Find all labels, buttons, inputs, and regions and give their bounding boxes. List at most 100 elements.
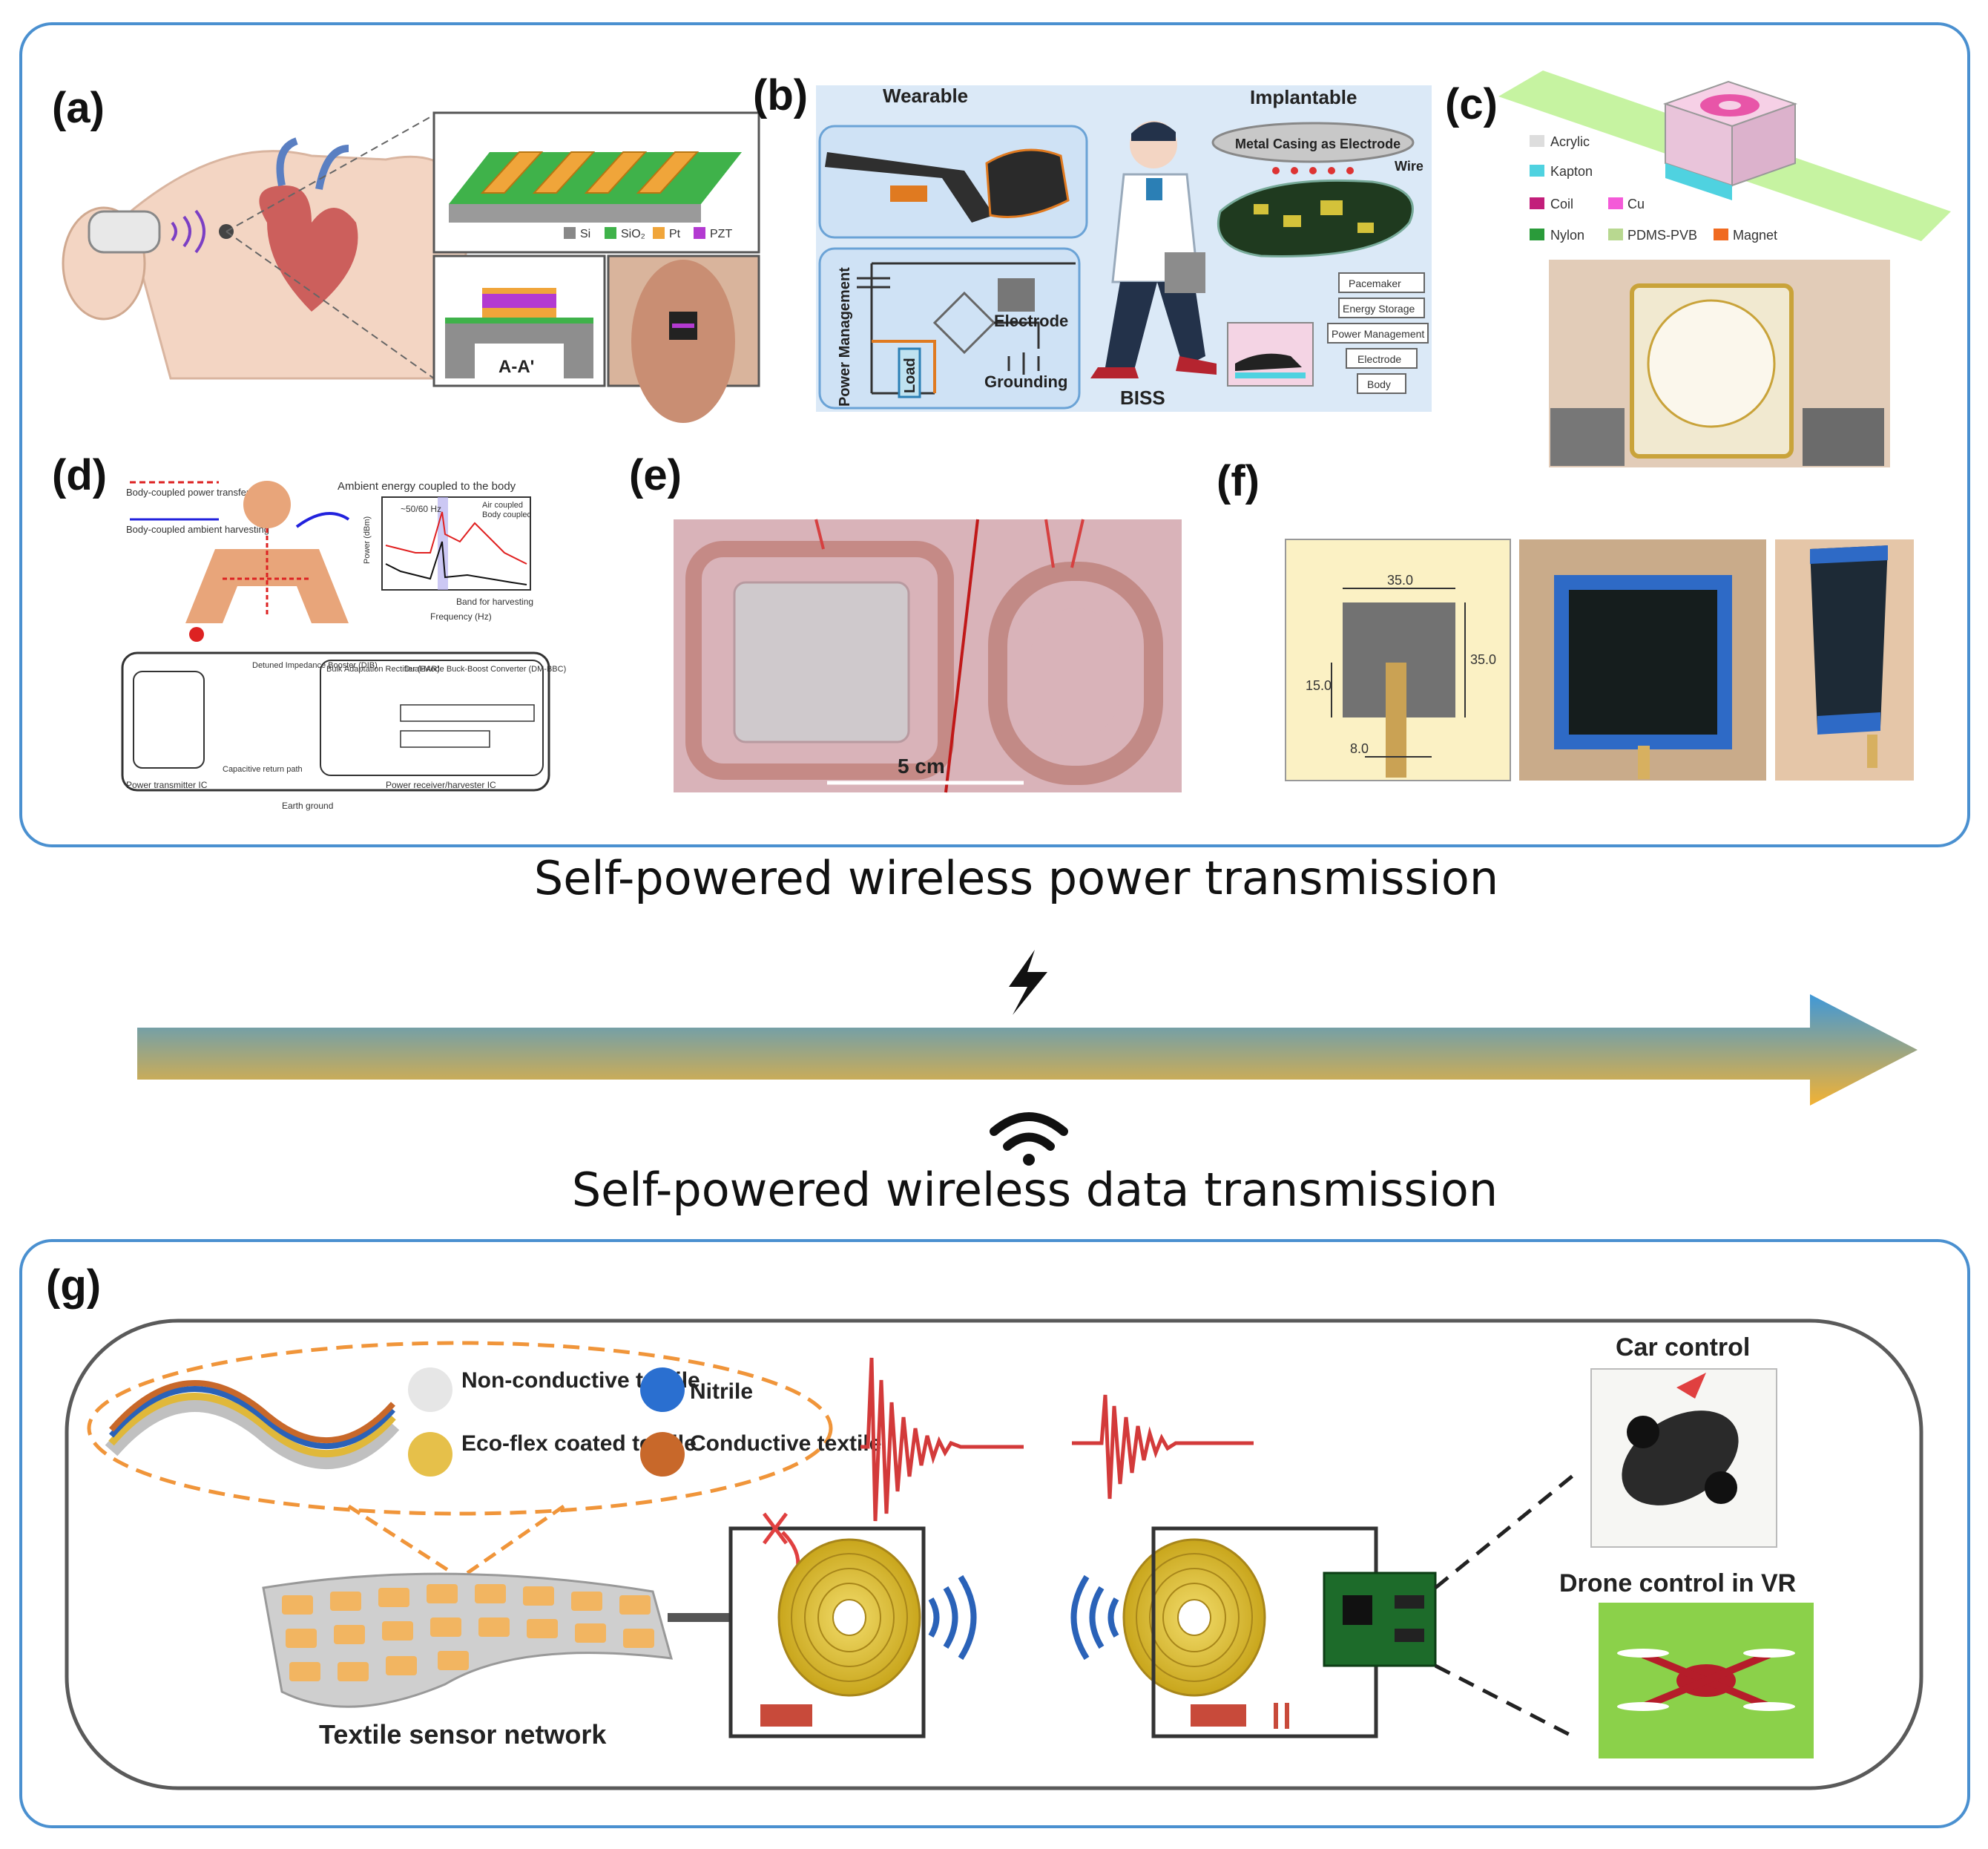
svg-text:SiO₂: SiO₂ — [621, 228, 645, 240]
textile-layers — [105, 1380, 400, 1470]
tx-coil — [777, 1538, 921, 1697]
svg-text:Energy Storage: Energy Storage — [1343, 303, 1415, 315]
rx-capacitor — [1274, 1703, 1289, 1729]
lightning-icon — [1009, 950, 1047, 1015]
rx-coil — [1122, 1538, 1266, 1697]
svg-text:Capacitive return path: Capacitive return path — [223, 765, 303, 774]
svg-text:Coil: Coil — [1550, 197, 1573, 211]
tx-circuit — [728, 1526, 926, 1738]
system-frame — [65, 1318, 1923, 1790]
panel-c: (c) Acrylic Kapton Coil Cu Nylon PDMS-PV… — [1445, 70, 1951, 467]
svg-text:~50/60 Hz: ~50/60 Hz — [401, 504, 441, 514]
panel-b: (b) Wearable Implantable Load Power Mana… — [753, 71, 1432, 412]
sem-inset-left — [1550, 408, 1625, 466]
svg-text:35.0: 35.0 — [1387, 573, 1413, 588]
svg-text:Wearable: Wearable — [883, 85, 968, 107]
svg-text:Magnet: Magnet — [1733, 228, 1777, 243]
svg-text:Nylon: Nylon — [1550, 228, 1584, 243]
drone-control-label: Drone control in VR — [1559, 1569, 1796, 1597]
svg-text:Body-coupled ambient harvestin: Body-coupled ambient harvesting — [126, 524, 269, 535]
svg-text:Body coupled: Body coupled — [482, 510, 532, 519]
textile-layer-callout — [87, 1341, 833, 1516]
caption-data: Self-powered wireless data transmission — [572, 1163, 1498, 1217]
panel-a-legend: Si SiO₂ Pt PZT — [564, 227, 732, 240]
svg-text:PZT: PZT — [710, 228, 732, 240]
panel-a-label: (a) — [52, 84, 105, 132]
rx-pcb — [1323, 1572, 1437, 1667]
coil-device-3d — [1662, 80, 1798, 200]
panel-f-label: (f) — [1217, 457, 1260, 505]
panel-b-label: (b) — [753, 71, 808, 119]
svg-text:Band for harvesting: Band for harvesting — [456, 597, 533, 607]
svg-text:Implantable: Implantable — [1250, 86, 1357, 108]
pacemaker-board — [1217, 179, 1414, 257]
svg-text:Air coupled: Air coupled — [482, 501, 523, 510]
svg-text:Power (dBm): Power (dBm) — [363, 516, 372, 564]
svg-text:Power Management: Power Management — [1332, 328, 1424, 340]
panel-g-label: (g) — [46, 1261, 101, 1310]
svg-text:Bulk Adaptation Rectifier (BAR: Bulk Adaptation Rectifier (BAR) — [326, 665, 440, 674]
svg-text:Earth ground: Earth ground — [282, 801, 333, 811]
spectrum-plot — [381, 496, 531, 591]
square-coil — [685, 541, 954, 780]
tx-switch — [763, 1512, 788, 1545]
ultrasound-probe — [88, 210, 161, 254]
signal-waveform-tx — [860, 1357, 1024, 1522]
svg-text:Load: Load — [902, 358, 918, 393]
svg-text:Electrode: Electrode — [994, 312, 1068, 330]
svg-text:Acrylic: Acrylic — [1550, 134, 1590, 149]
svg-text:Electrode: Electrode — [1357, 353, 1401, 365]
wearable-patch — [985, 148, 1070, 218]
body-coupled-spectrum — [385, 511, 527, 565]
svg-text:Ambient energy coupled to the: Ambient energy coupled to the body — [338, 480, 516, 493]
svg-text:Pacemaker: Pacemaker — [1349, 277, 1401, 289]
signal-waveform-rx — [1072, 1394, 1254, 1500]
svg-text:Pt: Pt — [669, 228, 681, 240]
rx-wave-icon — [1070, 1574, 1119, 1661]
timeline-arrow — [137, 994, 1918, 1106]
svg-text:Body: Body — [1367, 378, 1391, 390]
panel-f: (f) 35.0 35.0 15.0 8.0 — [1217, 457, 1914, 781]
implant-stack: Pacemaker Energy Storage Power Managemen… — [1327, 272, 1429, 394]
svg-text:15.0: 15.0 — [1306, 678, 1332, 693]
svg-text:5 cm: 5 cm — [898, 755, 945, 778]
svg-text:Cu: Cu — [1627, 197, 1645, 211]
svg-text:Wire: Wire — [1395, 159, 1423, 174]
svg-text:BISS: BISS — [1120, 387, 1165, 409]
panel-e: (e) 5 cm — [629, 451, 1182, 793]
svg-text:A-A': A-A' — [498, 357, 534, 377]
svg-text:Frequency (Hz): Frequency (Hz) — [430, 611, 492, 622]
svg-text:Nitrile: Nitrile — [690, 1379, 753, 1404]
svg-text:Grounding: Grounding — [984, 372, 1067, 391]
air-coupled-spectrum — [385, 541, 527, 585]
svg-text:Si: Si — [580, 228, 590, 240]
tx-wave-icon — [928, 1574, 977, 1661]
svg-text:35.0: 35.0 — [1470, 652, 1496, 667]
drone-illustration — [1617, 1649, 1795, 1711]
svg-text:Power receiver/harvester IC: Power receiver/harvester IC — [386, 780, 496, 790]
svg-text:Textile sensor network: Textile sensor network — [319, 1719, 607, 1750]
panel-c-legend: Acrylic Kapton Coil Cu Nylon PDMS-PVB Ma… — [1530, 134, 1777, 243]
panel-e-label: (e) — [629, 451, 682, 499]
walking-person — [1090, 121, 1217, 378]
panel-a: (a) Si SiO₂ Pt PZT — [52, 84, 760, 423]
svg-text:Kapton: Kapton — [1550, 164, 1593, 179]
panel-d: (d) Body-coupled power transfer Body-cou… — [52, 451, 566, 811]
panel-d-label: (d) — [52, 451, 107, 499]
wearable-band — [825, 152, 994, 223]
panel-g: (g) Non-conductive textile Eco-flex coat… — [46, 1261, 1923, 1790]
svg-text:PDMS-PVB: PDMS-PVB — [1627, 228, 1697, 243]
car-control-label: Car control — [1616, 1333, 1750, 1362]
caption-power: Self-powered wireless power transmission — [534, 851, 1498, 905]
svg-text:Body-coupled power transfer: Body-coupled power transfer — [126, 487, 250, 498]
svg-text:Metal Casing as Electrode: Metal Casing as Electrode — [1235, 137, 1401, 151]
round-coil — [988, 562, 1163, 785]
rx-resistor — [1191, 1704, 1246, 1727]
wifi-icon — [990, 1112, 1068, 1166]
svg-text:Power Management: Power Management — [837, 267, 853, 407]
svg-text:Conductive textile: Conductive textile — [690, 1431, 881, 1456]
svg-text:8.0: 8.0 — [1350, 741, 1369, 756]
metal-casing — [1211, 122, 1415, 163]
svg-text:Detuned Impedance Booster (DIB: Detuned Impedance Booster (DIB) — [252, 661, 378, 670]
